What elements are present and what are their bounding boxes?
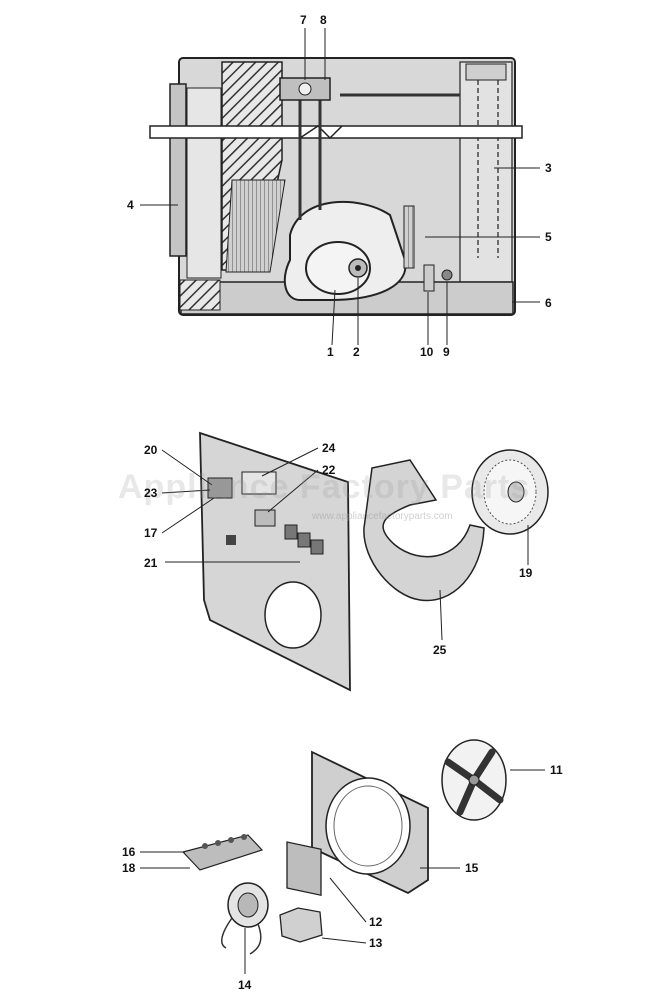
callout-2: 2 bbox=[353, 345, 360, 359]
callout-3: 3 bbox=[545, 161, 552, 175]
terminal-strip-24 bbox=[241, 471, 277, 495]
callout-13: 13 bbox=[369, 936, 383, 950]
callout-25: 25 bbox=[433, 643, 447, 657]
callout-7: 7 bbox=[300, 13, 307, 27]
callout-14: 14 bbox=[238, 978, 252, 992]
callout-9: 9 bbox=[443, 345, 450, 359]
valve-10 bbox=[423, 264, 435, 292]
right-chamber bbox=[459, 61, 513, 283]
callout-8: 8 bbox=[320, 13, 327, 27]
watermark-url: www.appliancefactoryparts.com bbox=[312, 511, 453, 522]
callout-10: 10 bbox=[420, 345, 434, 359]
blower-opening bbox=[264, 581, 322, 649]
blower-wheel bbox=[471, 449, 549, 535]
switch-block-16 bbox=[181, 834, 264, 871]
scroll-and-wheel bbox=[363, 449, 549, 641]
left-duct bbox=[186, 87, 222, 279]
fan-motor-14 bbox=[221, 882, 269, 955]
callout-19: 19 bbox=[519, 566, 533, 580]
callout-11: 11 bbox=[550, 763, 563, 777]
callout-21: 21 bbox=[144, 556, 158, 570]
callout-18: 18 bbox=[122, 861, 136, 875]
thermostat-bulb bbox=[403, 205, 415, 269]
callout-12: 12 bbox=[369, 915, 383, 929]
motor-bracket-12 bbox=[286, 841, 322, 897]
scroll-band bbox=[363, 459, 485, 602]
unit-assembly bbox=[140, 28, 540, 346]
callout-24: 24 bbox=[322, 441, 336, 455]
shroud-opening bbox=[325, 777, 411, 875]
selector-switches-21 bbox=[284, 524, 324, 555]
callout-17: 17 bbox=[144, 526, 158, 540]
drain-fitting bbox=[441, 269, 453, 281]
callout-20: 20 bbox=[144, 443, 158, 457]
callout-16: 16 bbox=[122, 845, 136, 859]
fan-assembly bbox=[140, 739, 545, 974]
compressor bbox=[305, 241, 371, 295]
bottom-left-bracket bbox=[179, 279, 221, 311]
callout-23: 23 bbox=[144, 486, 158, 500]
motor-mount-13 bbox=[279, 907, 323, 943]
front-panel bbox=[169, 83, 187, 257]
evaporator-top bbox=[465, 63, 507, 81]
relay-23 bbox=[207, 477, 233, 499]
callout-6: 6 bbox=[545, 296, 552, 310]
callout-4: 4 bbox=[127, 198, 134, 212]
callout-5: 5 bbox=[545, 230, 552, 244]
callout-1: 1 bbox=[327, 345, 334, 359]
watermark-brand: Appliance Factory Parts bbox=[118, 468, 531, 506]
control-panel-assembly bbox=[161, 431, 351, 692]
coil-lower bbox=[225, 179, 286, 273]
fan-blade-assy bbox=[441, 739, 507, 821]
switch-22 bbox=[254, 509, 276, 527]
callout-22: 22 bbox=[322, 463, 336, 477]
callout-15: 15 bbox=[465, 861, 479, 875]
